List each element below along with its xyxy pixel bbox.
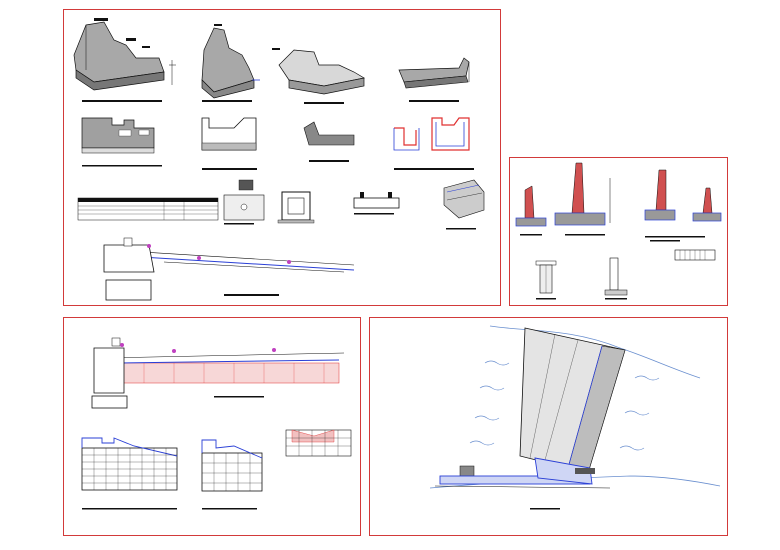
section-wall-c: [303, 121, 355, 162]
panel-bottom-right-drawing: [429, 325, 721, 510]
panel-bottom-right: [369, 317, 728, 536]
long-section-reinforced: [91, 337, 345, 409]
inclined-slab: [519, 327, 626, 474]
post-detail: [535, 260, 557, 300]
iso-channel-view-3: [272, 48, 365, 104]
detail-box: [277, 191, 315, 224]
grid-section-c: [285, 429, 352, 457]
section-wall-a: [81, 117, 162, 167]
panel-top-left-drawing: [73, 18, 485, 301]
grid-section-b: [201, 439, 263, 510]
detail-gate: [223, 179, 265, 225]
base-channel: [434, 457, 611, 510]
footing-detail: [604, 257, 628, 300]
longitudinal-section: [103, 237, 355, 301]
wall-section-left-pair: [515, 162, 611, 236]
panel-top-left: [63, 9, 501, 306]
section-u-channel: [393, 117, 474, 170]
iso-wall-view-2: [201, 24, 260, 102]
iso-wall-view-1: [73, 18, 176, 102]
wall-section-right-pair: [644, 169, 722, 238]
grating-detail: [650, 240, 716, 261]
grid-section-a: [81, 437, 178, 510]
detail-iso-small: [443, 179, 485, 230]
panel-bottom-left: [63, 317, 361, 536]
panel-top-right: [509, 157, 728, 306]
detail-sluice: [353, 192, 400, 215]
section-wall-b: [201, 117, 257, 170]
panel-top-right-drawing: [515, 162, 722, 300]
panel-bottom-left-drawing: [81, 337, 352, 510]
iso-stilling-basin-view-4: [398, 57, 470, 102]
quantity-table: [77, 197, 219, 221]
